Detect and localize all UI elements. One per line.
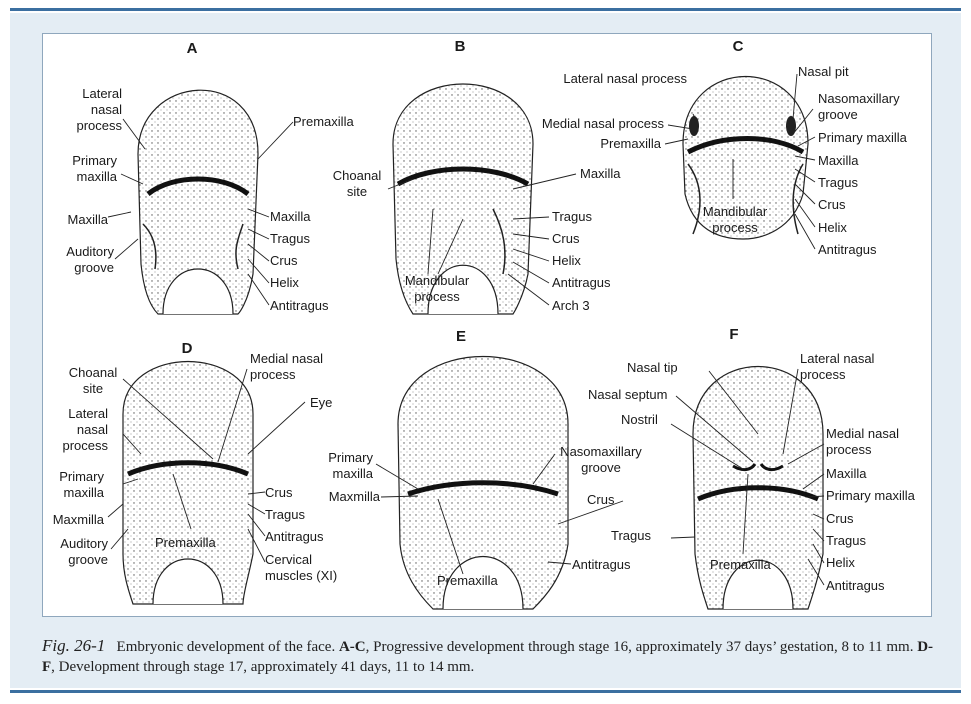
bottom-rule bbox=[10, 690, 961, 693]
label-e-nasomaxillary-groove: Nasomaxillary groove bbox=[560, 444, 642, 475]
label-e-premaxilla: Premaxilla bbox=[437, 573, 498, 588]
label-c-helix: Helix bbox=[818, 220, 847, 235]
caption-text-2: , Progressive development through stage … bbox=[365, 639, 914, 655]
label-b-choanal-site: Choanal site bbox=[332, 168, 382, 199]
label-f-crus: Crus bbox=[826, 511, 854, 526]
caption-text-1: Embryonic development of the face. bbox=[116, 639, 336, 655]
panel-a-drawing bbox=[137, 89, 259, 315]
label-f-medial-nasal: Medial nasal process bbox=[826, 426, 899, 457]
figure-caption: Fig. 26-1 Embryonic development of the f… bbox=[42, 636, 942, 677]
panel-e-drawing bbox=[397, 356, 569, 610]
label-b-tragus: Tragus bbox=[552, 209, 592, 224]
label-c-antitragus: Antitragus bbox=[818, 242, 877, 257]
label-d-tragus: Tragus bbox=[265, 507, 305, 522]
label-a-maxilla-right: Maxilla bbox=[270, 209, 311, 224]
label-f-tragus: Tragus bbox=[826, 533, 866, 548]
label-b-crus: Crus bbox=[552, 231, 580, 246]
label-c-medial-nasal: Medial nasal process bbox=[541, 116, 664, 131]
panel-letter-f: F bbox=[729, 326, 739, 343]
label-d-medial-nasal: Medial nasal process bbox=[250, 351, 323, 382]
panel-letter-b: B bbox=[454, 38, 466, 55]
label-f-nasal-tip: Nasal tip bbox=[627, 360, 678, 375]
label-c-maxilla: Maxilla bbox=[818, 153, 859, 168]
caption-range-2: D-F bbox=[42, 639, 934, 675]
caption-text-3: , Development through stage 17, approxim… bbox=[51, 659, 475, 675]
label-a-tragus: Tragus bbox=[270, 231, 310, 246]
label-c-mandibular-process: Mandibular process bbox=[702, 204, 768, 235]
panel-c-drawing bbox=[682, 75, 809, 240]
label-d-cervical-muscles: Cervical muscles (XI) bbox=[265, 552, 338, 583]
label-c-primary-maxilla: Primary maxilla bbox=[818, 130, 907, 145]
label-c-nasomaxillary-groove: Nasomaxillary groove bbox=[818, 91, 900, 122]
figure-illustration bbox=[42, 33, 932, 617]
label-f-helix: Helix bbox=[826, 555, 855, 570]
label-b-maxilla: Maxilla bbox=[580, 166, 621, 181]
panel-letter-c: C bbox=[732, 38, 744, 55]
label-c-crus: Crus bbox=[818, 197, 846, 212]
label-f-primary-maxilla: Primary maxilla bbox=[826, 488, 915, 503]
label-f-nostril: Nostril bbox=[621, 412, 658, 427]
label-a-premaxilla: Premaxilla bbox=[293, 114, 354, 129]
label-f-maxilla: Maxilla bbox=[826, 466, 867, 481]
label-c-nasal-pit: Nasal pit bbox=[798, 64, 849, 79]
label-d-choanal-site: Choanal site bbox=[68, 365, 118, 396]
label-b-helix: Helix bbox=[552, 253, 581, 268]
panel-letter-a: A bbox=[186, 40, 198, 57]
label-d-lateral-nasal: Lateral nasal process bbox=[62, 406, 108, 453]
label-a-antitragus: Antitragus bbox=[270, 298, 329, 313]
label-d-premaxilla: Premaxilla bbox=[155, 535, 216, 550]
label-a-maxilla: Maxilla bbox=[67, 212, 108, 227]
label-d-maxmilla: Maxmilla bbox=[52, 512, 104, 527]
label-c-lateral-nasal: Lateral nasal process bbox=[563, 71, 687, 86]
leader-lines bbox=[107, 73, 825, 586]
label-d-eye: Eye bbox=[310, 395, 333, 410]
label-e-crus: Crus bbox=[587, 492, 615, 507]
label-b-arch-3: Arch 3 bbox=[552, 298, 590, 313]
panel-d-drawing bbox=[122, 361, 254, 605]
label-a-lateral-nasal: Lateral nasal process bbox=[76, 86, 122, 133]
label-f-lateral-nasal: Lateral nasal process bbox=[800, 351, 875, 382]
label-e-primary-maxilla: Primary maxilla bbox=[328, 450, 373, 481]
label-a-primary-maxilla: Primary maxilla bbox=[72, 153, 117, 184]
label-f-antitragus: Antitragus bbox=[826, 578, 885, 593]
panel-letter-d: D bbox=[181, 340, 193, 357]
label-c-premaxilla: Premaxilla bbox=[600, 136, 661, 151]
panel-letter-e: E bbox=[455, 328, 467, 345]
label-d-auditory-groove: Auditory groove bbox=[60, 536, 108, 567]
label-a-auditory-groove: Auditory groove bbox=[66, 244, 114, 275]
label-e-antitragus: Antitragus bbox=[572, 557, 631, 572]
label-f-premaxilla: Premaxilla bbox=[710, 557, 771, 572]
label-f-nasal-septum: Nasal septum bbox=[588, 387, 668, 402]
panel-b-drawing bbox=[392, 83, 534, 315]
label-e-maxmilla: Maxmilla bbox=[328, 489, 380, 504]
label-a-helix: Helix bbox=[270, 275, 299, 290]
label-b-antitragus: Antitragus bbox=[552, 275, 611, 290]
top-rule bbox=[10, 8, 961, 11]
caption-range-1: A-C bbox=[338, 639, 366, 655]
label-e-tragus: Tragus bbox=[611, 528, 651, 543]
label-d-antitragus: Antitragus bbox=[265, 529, 324, 544]
label-a-crus: Crus bbox=[270, 253, 298, 268]
label-b-mandibular-process: Mandibular process bbox=[404, 273, 470, 304]
label-d-crus: Crus bbox=[265, 485, 293, 500]
panel-f-drawing bbox=[692, 365, 824, 610]
embryo-face-drawings bbox=[107, 73, 825, 610]
label-d-primary-maxilla: Primary maxilla bbox=[59, 469, 104, 500]
caption-fig-label: Fig. 26-1 bbox=[42, 636, 106, 655]
label-c-tragus: Tragus bbox=[818, 175, 858, 190]
